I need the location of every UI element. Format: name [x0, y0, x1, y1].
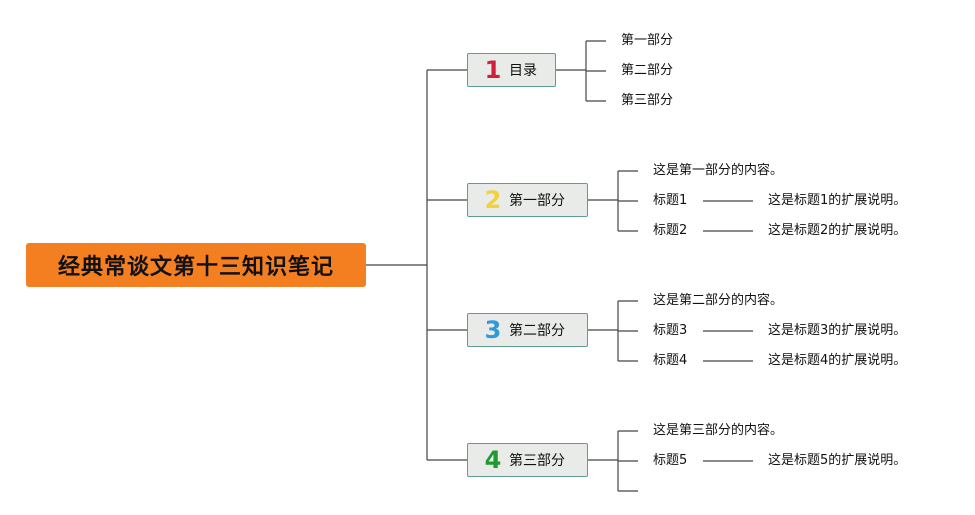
number-1-icon: 1	[484, 56, 502, 84]
root-topic[interactable]: 经典常谈文第十三知识笔记	[26, 243, 366, 287]
leaf-item[interactable]: 标题1	[653, 193, 688, 208]
leaf-item[interactable]: 标题2	[653, 223, 688, 238]
number-3-icon: 3	[484, 316, 502, 344]
number-2-icon: 2	[484, 186, 502, 214]
leaf-item[interactable]: 第三部分	[621, 93, 674, 108]
branch-label: 第一部分	[509, 193, 565, 209]
leaf-item[interactable]: 这是第三部分的内容。	[653, 423, 784, 438]
branch-part-1[interactable]: 2 第一部分	[467, 183, 588, 217]
leaf-detail[interactable]: 这是标题1的扩展说明。	[768, 193, 907, 208]
leaf-item[interactable]: 这是第一部分的内容。	[653, 163, 784, 178]
root-title: 经典常谈文第十三知识笔记	[57, 255, 334, 280]
branch-toc[interactable]: 1 目录	[467, 53, 556, 87]
leaf-detail[interactable]: 这是标题4的扩展说明。	[768, 353, 907, 368]
leaf-detail[interactable]: 这是标题5的扩展说明。	[768, 453, 907, 468]
branch-part-3[interactable]: 4 第三部分	[467, 443, 588, 477]
leaf-item[interactable]: 第二部分	[621, 63, 674, 78]
branch-label: 第二部分	[509, 323, 565, 339]
branch-label: 目录	[509, 63, 537, 79]
leaf-item[interactable]: 第一部分	[621, 33, 674, 48]
leaf-detail[interactable]: 这是标题3的扩展说明。	[768, 323, 907, 338]
branch-label: 第三部分	[509, 453, 565, 469]
number-4-icon: 4	[484, 446, 502, 474]
leaf-item[interactable]: 这是第二部分的内容。	[653, 293, 784, 308]
branch-part-2[interactable]: 3 第二部分	[467, 313, 588, 347]
leaf-item[interactable]: 标题3	[653, 323, 688, 338]
leaf-item[interactable]: 标题4	[653, 353, 688, 368]
leaf-item[interactable]: 标题5	[653, 453, 688, 468]
leaf-detail[interactable]: 这是标题2的扩展说明。	[768, 223, 907, 238]
